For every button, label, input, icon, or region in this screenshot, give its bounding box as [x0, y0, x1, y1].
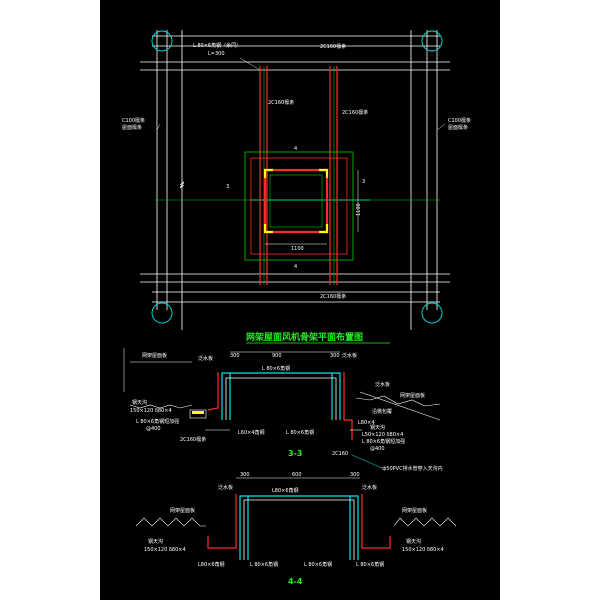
- s33-dim-900: 900: [272, 353, 282, 359]
- s33-title: 3-3: [288, 449, 302, 458]
- s33-angle-bracket-2: @400: [146, 426, 161, 432]
- column-circle-br: [421, 302, 443, 324]
- s44-gutter-r-dim: 150×120 δ80×4: [402, 547, 444, 553]
- fan-frame-mid: [250, 157, 348, 255]
- s33-roof-r: 网架屋面板: [400, 392, 425, 399]
- s33-roof-panel: 网架屋面板: [142, 352, 167, 359]
- label-purlin-bottom: 2C160檩条: [320, 293, 346, 300]
- s44-roof-l-label: 网架屋面板: [170, 507, 195, 514]
- s33-gutter-fill: [192, 411, 204, 414]
- s33-flash-r2: 泛水板: [375, 381, 390, 388]
- leader-2: [156, 123, 161, 131]
- fan-opening: [263, 168, 329, 234]
- s44-gutter-l-dim: 150×120 δ80×4: [144, 547, 186, 553]
- corner-tl: [263, 168, 273, 178]
- corner-tr: [319, 168, 329, 178]
- cad-drawing: 1100 1100 3 3 4 4 L 80×6角钢（余同） L=300 2C1…: [122, 30, 471, 586]
- s33-slope-r: [359, 391, 441, 421]
- s33-angle-r3: L 80×6角钢短加强: [362, 438, 405, 445]
- label-angle-top: L 80×6角钢（余同）: [193, 42, 241, 49]
- break-mark: [179, 181, 185, 189]
- s33-angle-r2: L50×120 δ80×4: [362, 432, 403, 438]
- s33-frame-cyan: [221, 372, 341, 420]
- s33-panel-r: [355, 395, 441, 407]
- dim-h-label: 1100: [356, 203, 362, 216]
- s44-angle-b4: L 80×6角钢: [356, 561, 384, 568]
- section-4-4: 300 600 300 泛水: [135, 472, 457, 586]
- leader-3: [436, 123, 446, 131]
- corner-br: [319, 224, 329, 234]
- s44-frame-cyan: [239, 495, 359, 560]
- label-purlin-top: 2C160檩条: [320, 43, 346, 50]
- s33-flash-l: 泛水板: [198, 355, 213, 362]
- s44-angle-b1: L80×6角钢: [198, 561, 225, 568]
- s33-angle-bracket: L 80×6角钢短加强: [136, 418, 179, 425]
- s33-dim-300a: 300: [230, 353, 240, 359]
- fan-opening-inner: [269, 174, 323, 228]
- s44-dim-300a: 300: [240, 472, 250, 478]
- label-angle-top-sub: L=300: [208, 51, 225, 57]
- s33-angle-beam: L 80×6角钢: [262, 365, 290, 372]
- s44-roof-r: [393, 517, 457, 527]
- s33-gutter-l: [189, 409, 207, 419]
- s33-angle-l2: L 80×6角钢: [286, 429, 314, 436]
- label-c100-right: C100檩条: [448, 117, 471, 124]
- s33-gutter: 钢天沟: [132, 399, 147, 406]
- s44-angle-b3: L 80×6角钢: [304, 561, 332, 568]
- column-circle-tl: [151, 30, 173, 52]
- label-c100-left: C100檩条: [122, 117, 145, 124]
- label-c100-left-2: 屋面檩条: [122, 124, 142, 131]
- s33-red-l: [207, 372, 219, 411]
- s33-gutter-r: 钢天沟: [370, 424, 385, 431]
- s33-gutter-dim: 150×120 δ80×4: [130, 408, 172, 414]
- s33-frame-white: [225, 377, 337, 420]
- s44-red-l: [207, 494, 237, 549]
- s44-flash-l: 泛水板: [218, 484, 233, 491]
- s44-angle-b2: L 80×6角钢: [250, 561, 278, 568]
- s33-pipe: [351, 454, 383, 469]
- s33-panel-l: [129, 404, 193, 409]
- plan-mark-3b: 3: [362, 179, 365, 185]
- s44-roof-r-label: 网架屋面板: [402, 507, 427, 514]
- s33-fold: 沿檐包覆: [372, 408, 392, 415]
- s33-angle-r4: @400: [370, 446, 385, 452]
- column-circle-bl: [151, 302, 173, 324]
- cad-sheet: 1100 1100 3 3 4 4 L 80×6角钢（余同） L=300 2C1…: [100, 0, 500, 600]
- s44-title: 4-4: [288, 577, 303, 586]
- label-c100-right-2: 屋面檩条: [448, 124, 468, 131]
- s33-angle-l1: L60×4角钢: [238, 429, 265, 436]
- plan-mark-4a: 4: [294, 146, 297, 152]
- section-3-3: 300 900 300: [123, 348, 443, 472]
- s44-roof-l: [135, 517, 206, 527]
- s44-red-r: [361, 494, 391, 549]
- s44-gutter-r: 钢天沟: [406, 538, 421, 545]
- s33-flash-r: 泛水板: [342, 352, 357, 359]
- column-circle-tr: [421, 30, 443, 52]
- s33-note: ф50PVC排水管穿入天沟内: [382, 465, 443, 472]
- plan-mark-3a: 3: [226, 184, 229, 190]
- s44-gutter-l: 钢天沟: [148, 538, 163, 545]
- s44-dim-300b: 300: [350, 472, 360, 478]
- s44-dim-600: 600: [292, 472, 302, 478]
- s33-angle-r: L80×4: [358, 420, 375, 426]
- corner-bl: [263, 224, 273, 234]
- label-channel-1: 2C160檩条: [268, 99, 294, 106]
- s33-purlin-l: 2C160檩条: [180, 436, 206, 443]
- s33-purlin-r: 2C160: [332, 451, 348, 457]
- s44-angle-top: L80×6角钢: [272, 487, 299, 494]
- s33-dim-300b: 300: [330, 353, 340, 359]
- s44-frame-white: [243, 499, 355, 560]
- plan-view: 1100 1100 3 3 4 4 L 80×6角钢（余同） L=300 2C1…: [122, 30, 471, 344]
- label-channel-2: 2C160檩条: [342, 109, 368, 116]
- fan-frame-outer: [244, 151, 354, 261]
- leader-1: [239, 57, 261, 71]
- s44-flash-r: 泛水板: [362, 484, 377, 491]
- dim-w-label: 1100: [291, 246, 304, 252]
- plan-mark-4b: 4: [294, 264, 297, 270]
- plan-title: 网架屋面风机骨架平面布置图: [246, 331, 363, 343]
